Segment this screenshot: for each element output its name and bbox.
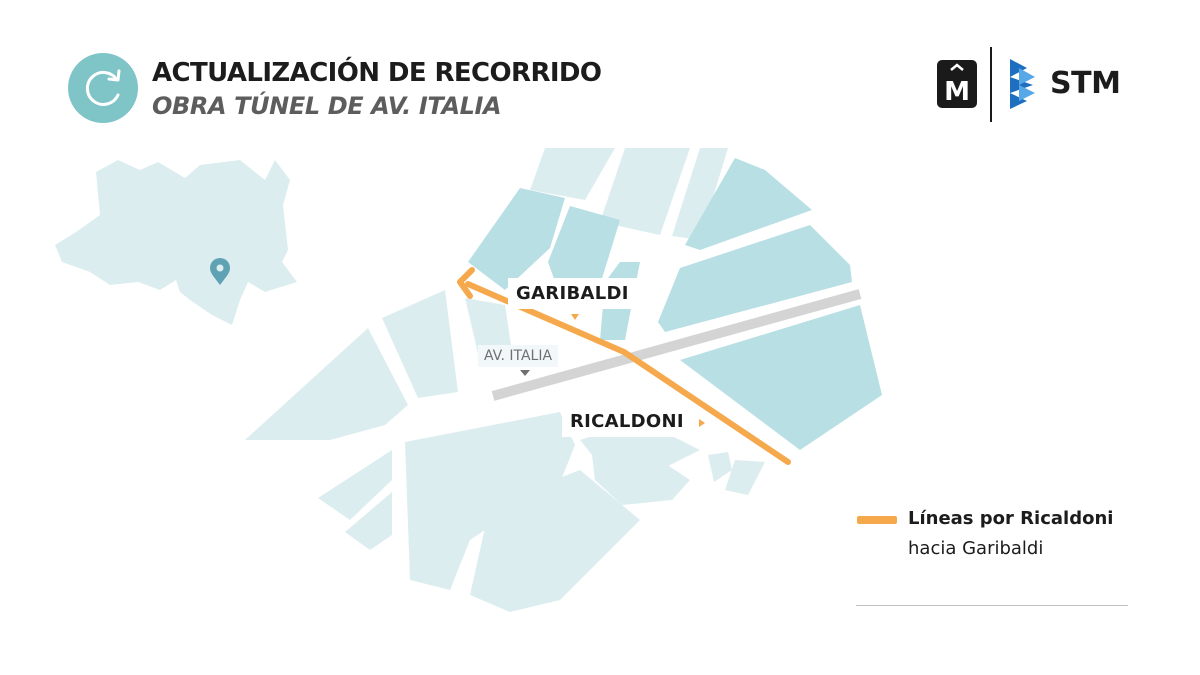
stm-logo-icon (1010, 59, 1035, 109)
stm-logo-text: STM (1050, 66, 1121, 101)
garibaldi-pointer (571, 314, 579, 320)
avenue-italia (491, 289, 862, 401)
page-subtitle: OBRA TÚNEL DE AV. ITALIA (152, 92, 502, 120)
street-label-garibaldi: GARIBALDI (508, 278, 637, 309)
legend-title: Líneas por Ricaldoni (908, 508, 1114, 529)
legend-swatch (857, 516, 897, 524)
locator-map (55, 160, 297, 325)
street-label-av-italia: AV. ITALIA (478, 345, 559, 367)
legend-subtitle: hacia Garibaldi (908, 538, 1044, 559)
location-pin-icon (210, 258, 230, 285)
municipal-logo-letter: M (944, 77, 970, 107)
legend-divider (856, 605, 1128, 606)
logo-divider (990, 47, 992, 122)
street-label-ricaldoni: RICALDONI (562, 406, 692, 437)
refresh-icon (68, 53, 138, 123)
ricaldoni-pointer (699, 419, 705, 427)
route-arrow-icon (457, 267, 475, 299)
page-title: ACTUALIZACIÓN DE RECORRIDO (152, 58, 602, 88)
italia-pointer (520, 370, 530, 376)
municipal-logo: M (937, 60, 977, 108)
